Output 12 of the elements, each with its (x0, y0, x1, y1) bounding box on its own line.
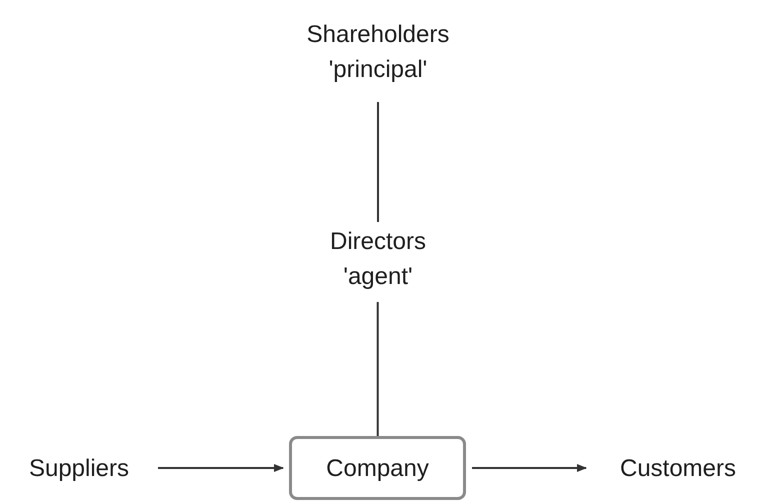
entity-name: Company (326, 454, 429, 484)
role-label: 'agent' (343, 262, 413, 292)
entity-label: Customers (592, 448, 764, 488)
entity-box (289, 436, 466, 500)
entity-label: Suppliers (6, 448, 152, 488)
role-label: 'principal' (328, 55, 428, 85)
arrow (472, 464, 587, 472)
entity-name: Shareholders (306, 20, 450, 50)
arrow (158, 464, 284, 472)
connector-line (376, 302, 379, 436)
connector-line (377, 102, 379, 222)
entity-name: Directors (330, 227, 426, 257)
